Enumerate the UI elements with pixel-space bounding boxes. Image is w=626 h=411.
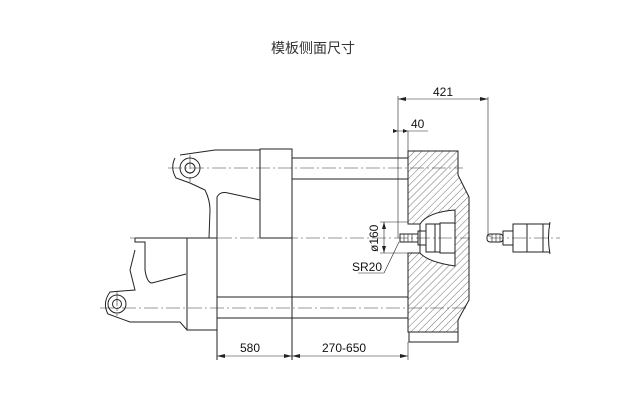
fixed-platen (407, 150, 470, 343)
dim-40: 40 (411, 117, 425, 131)
injection-nozzle (486, 221, 551, 255)
dim-421: 421 (433, 85, 453, 99)
toggle-mechanism (104, 149, 261, 331)
dim-sr20: SR20 (352, 260, 382, 274)
nozzle-contact (399, 230, 427, 246)
tie-bars (217, 157, 408, 319)
moving-platen (216, 148, 293, 360)
dimensions: 421 40 ø160 SR20 580 270-650 (217, 85, 491, 360)
dim-diameter-160: ø160 (367, 224, 381, 252)
dim-580: 580 (240, 341, 260, 355)
dim-270-650: 270-650 (322, 341, 366, 355)
drawing-title: 模板侧面尺寸 (271, 41, 355, 57)
